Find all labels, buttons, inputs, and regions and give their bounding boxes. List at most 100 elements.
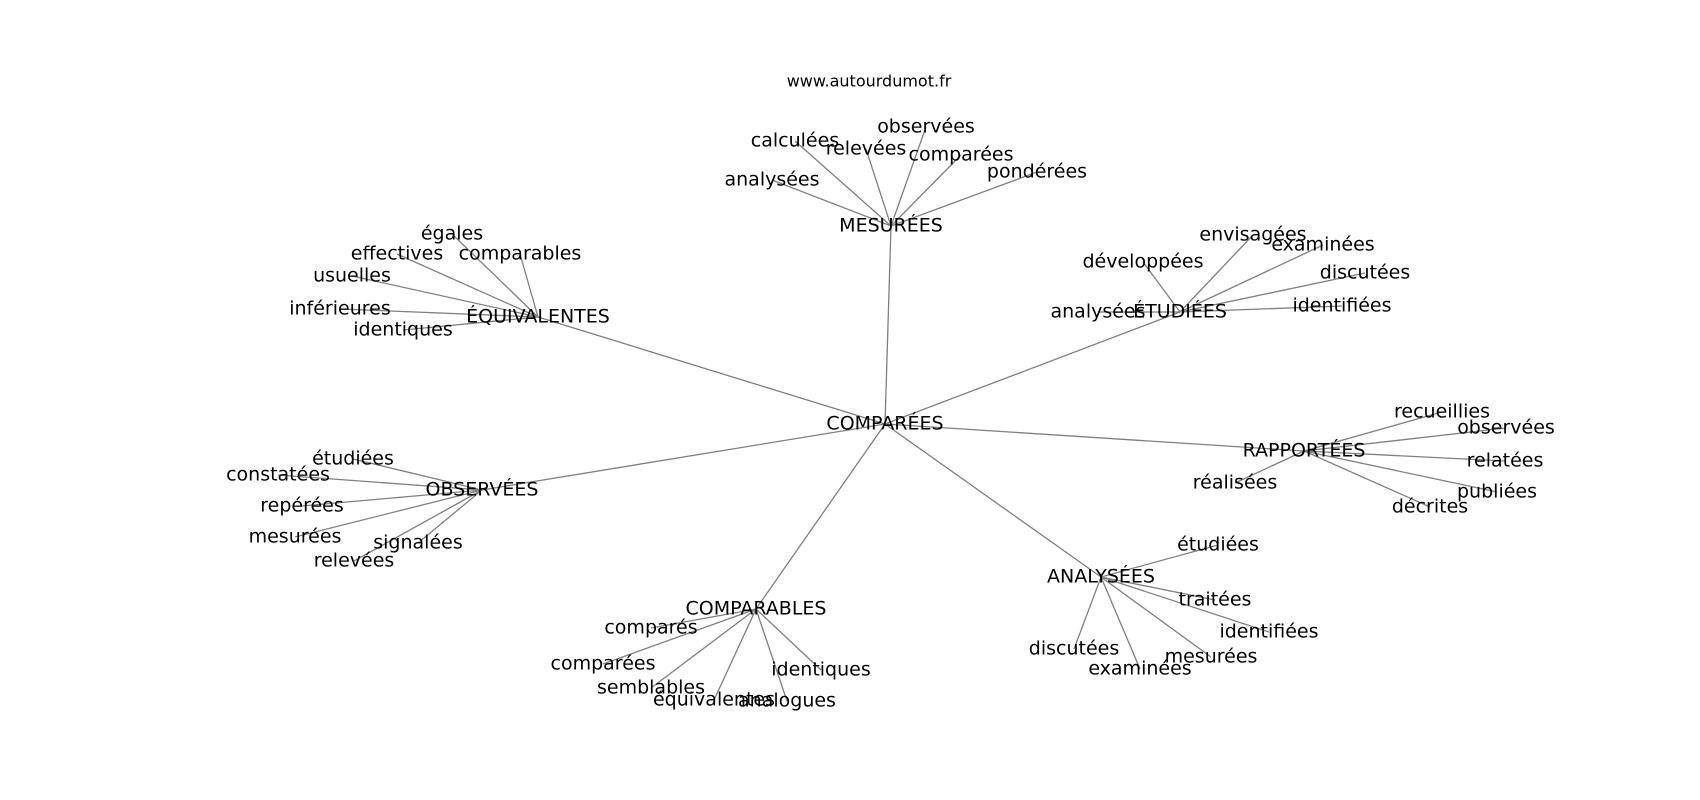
leaf-label-mesurees-3: comparées (909, 144, 1014, 166)
edges-layer (277, 126, 1507, 702)
edge-etudiees-3 (1179, 272, 1366, 313)
edge-mesurees-5 (771, 179, 892, 227)
leaf-label-analysees-0: étudiées (1177, 534, 1259, 556)
leaf-label-comparables-1: comparées (551, 653, 656, 675)
leaf-label-comparables-3: équivalentes (653, 689, 775, 711)
edge-etudiees-0 (1179, 234, 1254, 313)
leaf-label-comparables-4: analogues (738, 690, 836, 712)
leaf-label-analysees-4: examinées (1088, 658, 1191, 680)
edge-center-observees (481, 423, 886, 491)
edge-etudiees-2 (1179, 244, 1324, 313)
leaf-label-comparables-2: semblables (597, 677, 705, 699)
edge-observees-1 (277, 474, 483, 491)
edge-observees-0 (352, 458, 483, 491)
edge-comparables-1 (602, 608, 757, 665)
leaf-label-analysees-3: mesurées (1165, 646, 1258, 668)
edge-rapportees-0 (1303, 411, 1443, 452)
edge-center-mesurees (884, 225, 892, 425)
edge-comparables-4 (755, 608, 788, 702)
leaf-label-rapportees-0: recueillies (1394, 401, 1490, 423)
edge-comparables-2 (650, 608, 757, 689)
edge-center-etudiees (884, 311, 1181, 425)
leaf-label-rapportees-5: réalisées (1193, 472, 1277, 494)
edge-mesurees-0 (794, 140, 892, 227)
edge-analysees-0 (1100, 544, 1219, 578)
center-label: COMPARÉES (826, 412, 943, 435)
leaf-label-etudiees-2: examinées (1271, 234, 1374, 256)
leaf-label-rapportees-2: relatées (1467, 450, 1544, 472)
edge-mesurees-2 (890, 126, 927, 227)
edge-comparables-5 (755, 608, 822, 671)
edge-analysees-4 (1100, 576, 1141, 670)
edge-equivalentes-0 (451, 233, 539, 318)
edge-equivalentes-3 (351, 275, 539, 318)
leaf-label-analysees-1: traitées (1179, 589, 1252, 611)
leaf-label-equivalentes-5: identiques (353, 319, 453, 341)
edge-rapportees-1 (1303, 427, 1507, 452)
leaf-label-observees-3: mesurées (249, 526, 342, 548)
edge-rapportees-5 (1234, 450, 1305, 484)
edge-rapportees-3 (1303, 450, 1498, 493)
leaf-label-equivalentes-1: effectives (351, 243, 443, 265)
edge-mesurees-1 (865, 148, 892, 227)
leaf-label-etudiees-0: envisagées (1199, 224, 1306, 246)
edge-center-rapportees (884, 423, 1305, 452)
edge-analysees-2 (1100, 576, 1270, 633)
edge-comparables-0 (650, 608, 757, 629)
leaf-label-etudiees-4: identifiées (1292, 295, 1391, 317)
leaf-label-equivalentes-2: comparables (459, 243, 582, 265)
leaf-label-etudiees-1: développées (1083, 251, 1204, 273)
hub-label-analysees: ANALYSÉES (1047, 565, 1155, 588)
edge-observees-4 (417, 489, 483, 544)
leaf-label-observees-1: constatées (226, 464, 330, 486)
leaf-label-observees-0: étudiées (312, 448, 394, 470)
leaf-label-mesurees-4: pondérées (987, 161, 1087, 183)
hub-label-observees: OBSERVÉES (426, 478, 539, 501)
edge-center-comparables (755, 423, 886, 610)
leaf-label-rapportees-3: publiées (1457, 481, 1537, 503)
leaf-label-observees-5: relevées (314, 550, 395, 572)
leaf-label-equivalentes-4: inférieures (289, 298, 391, 320)
leaf-label-rapportees-4: décrites (1392, 496, 1468, 518)
hub-label-mesurees: MESURÉES (839, 214, 943, 237)
leaf-label-observees-2: repérées (260, 495, 344, 517)
edge-mesurees-4 (890, 171, 1038, 227)
leaf-label-comparables-0: comparés (604, 617, 697, 639)
edge-rapportees-2 (1303, 450, 1506, 462)
leaf-label-observees-4: signalées (373, 532, 462, 554)
edge-observees-3 (294, 489, 483, 538)
leaf-label-etudiees-3: discutées (1320, 262, 1410, 284)
edge-etudiees-1 (1142, 261, 1181, 313)
hub-label-equivalentes: ÉQUIVALENTES (466, 305, 610, 328)
edge-observees-2 (301, 489, 483, 507)
edge-comparables-3 (713, 608, 757, 701)
edge-analysees-3 (1100, 576, 1212, 658)
hub-label-comparables: COMPARABLES (686, 598, 827, 620)
leaf-label-mesurees-5: analysées (724, 169, 819, 191)
leaf-label-mesurees-1: relevées (826, 138, 907, 160)
edge-analysees-5 (1073, 576, 1102, 650)
edge-equivalentes-2 (519, 253, 539, 318)
leaf-label-mesurees-2: observées (877, 116, 975, 138)
edge-equivalentes-4 (339, 308, 539, 318)
leaf-label-mesurees-0: calculées (751, 130, 839, 152)
edge-rapportees-4 (1303, 450, 1431, 508)
labels-layer: calculéesrelevéesobservéescomparéespondé… (226, 116, 1555, 712)
edge-equivalentes-5 (402, 316, 539, 331)
hub-label-rapportees: RAPPORTÉES (1243, 439, 1366, 462)
edge-etudiees-4 (1179, 305, 1343, 313)
edge-center-analysees (884, 423, 1102, 578)
edge-mesurees-3 (890, 154, 962, 227)
leaf-label-equivalentes-3: usuelles (313, 265, 391, 287)
leaf-label-analysees-5: discutées (1029, 638, 1119, 660)
edge-equivalentes-1 (396, 253, 539, 318)
leaf-label-equivalentes-0: égales (421, 223, 483, 245)
leaf-label-rapportees-1: observées (1457, 417, 1555, 439)
edge-analysees-1 (1100, 576, 1216, 601)
edge-center-equivalentes (537, 316, 886, 425)
site-title: www.autourdumot.fr (787, 72, 952, 91)
leaf-label-comparables-5: identiques (771, 659, 871, 681)
leaf-label-analysees-2: identifiées (1219, 621, 1318, 643)
edge-observees-5 (353, 489, 483, 562)
